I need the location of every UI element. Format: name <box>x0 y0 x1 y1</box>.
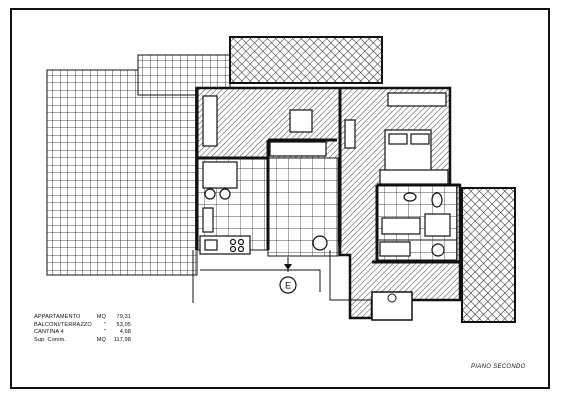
interior-walls <box>195 88 460 264</box>
living-furniture <box>202 95 327 233</box>
right-balcony <box>461 187 516 323</box>
area-row: BALCONI/TERRAZZO " 53,05 <box>34 322 131 330</box>
bedroom-furniture <box>344 92 449 185</box>
area-value: 53,05 <box>116 321 131 328</box>
area-label: BALCONI/TERRAZZO <box>34 321 92 328</box>
landing-outline <box>192 250 372 303</box>
area-value: 79,31 <box>116 314 131 320</box>
area-row: Sup. Comm. MQ 117,98 <box>34 337 131 345</box>
entrance-label: E <box>285 281 291 291</box>
area-table: APPARTAMENTO MQ 79,31 BALCONI/TERRAZZO "… <box>34 314 131 344</box>
area-unit: MQ <box>96 336 106 343</box>
top-balcony <box>229 36 383 84</box>
bathroom-fixtures <box>379 192 451 257</box>
area-value: 4,68 <box>119 329 131 336</box>
floor-label: PIANO SECONDO <box>471 364 526 370</box>
hall-column <box>312 235 328 251</box>
area-label: APPARTAMENTO <box>34 314 81 320</box>
hall-tiles <box>267 157 339 257</box>
area-unit: MQ <box>96 314 106 320</box>
area-unit: " <box>103 321 106 328</box>
area-label: CANTINA 4 <box>34 329 64 336</box>
area-row: CANTINA 4 " 4,68 <box>34 329 131 337</box>
area-unit: " <box>103 329 106 336</box>
area-value: 117,98 <box>113 336 131 343</box>
kitchen-counter <box>199 235 251 255</box>
area-label: Sup. Comm. <box>34 336 67 343</box>
entrance-marker: E <box>279 257 297 294</box>
drawing-frame <box>10 8 550 389</box>
area-row: APPARTAMENTO MQ 79,31 <box>34 314 131 322</box>
